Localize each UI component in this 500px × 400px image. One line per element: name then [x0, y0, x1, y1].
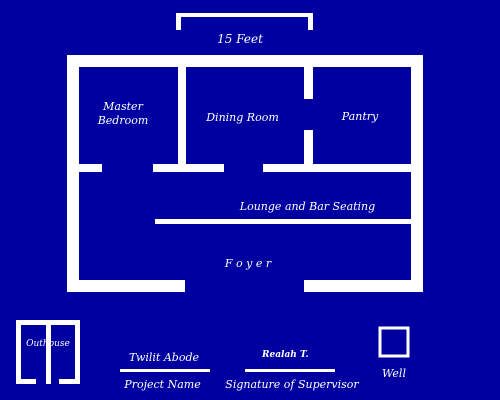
- outer-wall-right: [411, 55, 423, 292]
- room-label-lounge: Lounge and Bar Seating: [239, 200, 376, 213]
- outer-wall-bottom-right: [304, 280, 423, 292]
- supervisor-caption: Signature of Supervisor: [225, 378, 359, 391]
- project-name-value: Twilit Abode: [129, 351, 199, 364]
- outer-wall-top: [67, 55, 423, 67]
- outer-wall-bottom-left: [67, 280, 185, 292]
- scale-bar-left-tick: [176, 13, 181, 30]
- room-label-dining-room: Dining Room: [206, 111, 279, 124]
- wall-bedroom-dining: [178, 67, 186, 172]
- supervisor-signature: Realah T.: [262, 350, 309, 360]
- bar-counter: [155, 219, 411, 224]
- wall-horizontal-segment-2: [153, 164, 224, 172]
- room-label-master-bedroom-line1: Master: [103, 100, 143, 113]
- project-name-caption: Project Name: [124, 378, 201, 391]
- outhouse-wall-bottom-right: [59, 379, 80, 384]
- room-label-master-bedroom-line2: Bedroom: [97, 114, 149, 127]
- signature-line: [245, 369, 335, 372]
- wall-dining-pantry-upper: [304, 67, 313, 99]
- scale-bar: [176, 13, 313, 17]
- outer-wall-left: [67, 55, 79, 292]
- scale-bar-right-tick: [308, 13, 313, 30]
- scale-label: 15 Feet: [217, 32, 263, 46]
- well-symbol: [378, 326, 410, 358]
- outhouse-wall-top-right: [46, 320, 80, 325]
- wall-dining-pantry-lower: [304, 130, 313, 172]
- wall-horizontal-segment-1: [79, 164, 102, 172]
- outhouse-label: Outhouse: [26, 339, 70, 349]
- outhouse-wall-top: [16, 320, 51, 325]
- outhouse-wall-bottom-left: [16, 379, 36, 384]
- outhouse-wall-side: [75, 320, 80, 384]
- project-name-line: [120, 369, 210, 372]
- wall-horizontal-segment-3: [263, 164, 411, 172]
- room-label-pantry: Pantry: [341, 110, 379, 123]
- well-label: Well: [382, 367, 406, 380]
- room-label-master-bedroom: Master Bedroom: [88, 100, 158, 128]
- outhouse-wall-left: [16, 320, 21, 384]
- outhouse-wall-right: [46, 320, 51, 384]
- room-label-foyer: F o y e r: [224, 257, 272, 270]
